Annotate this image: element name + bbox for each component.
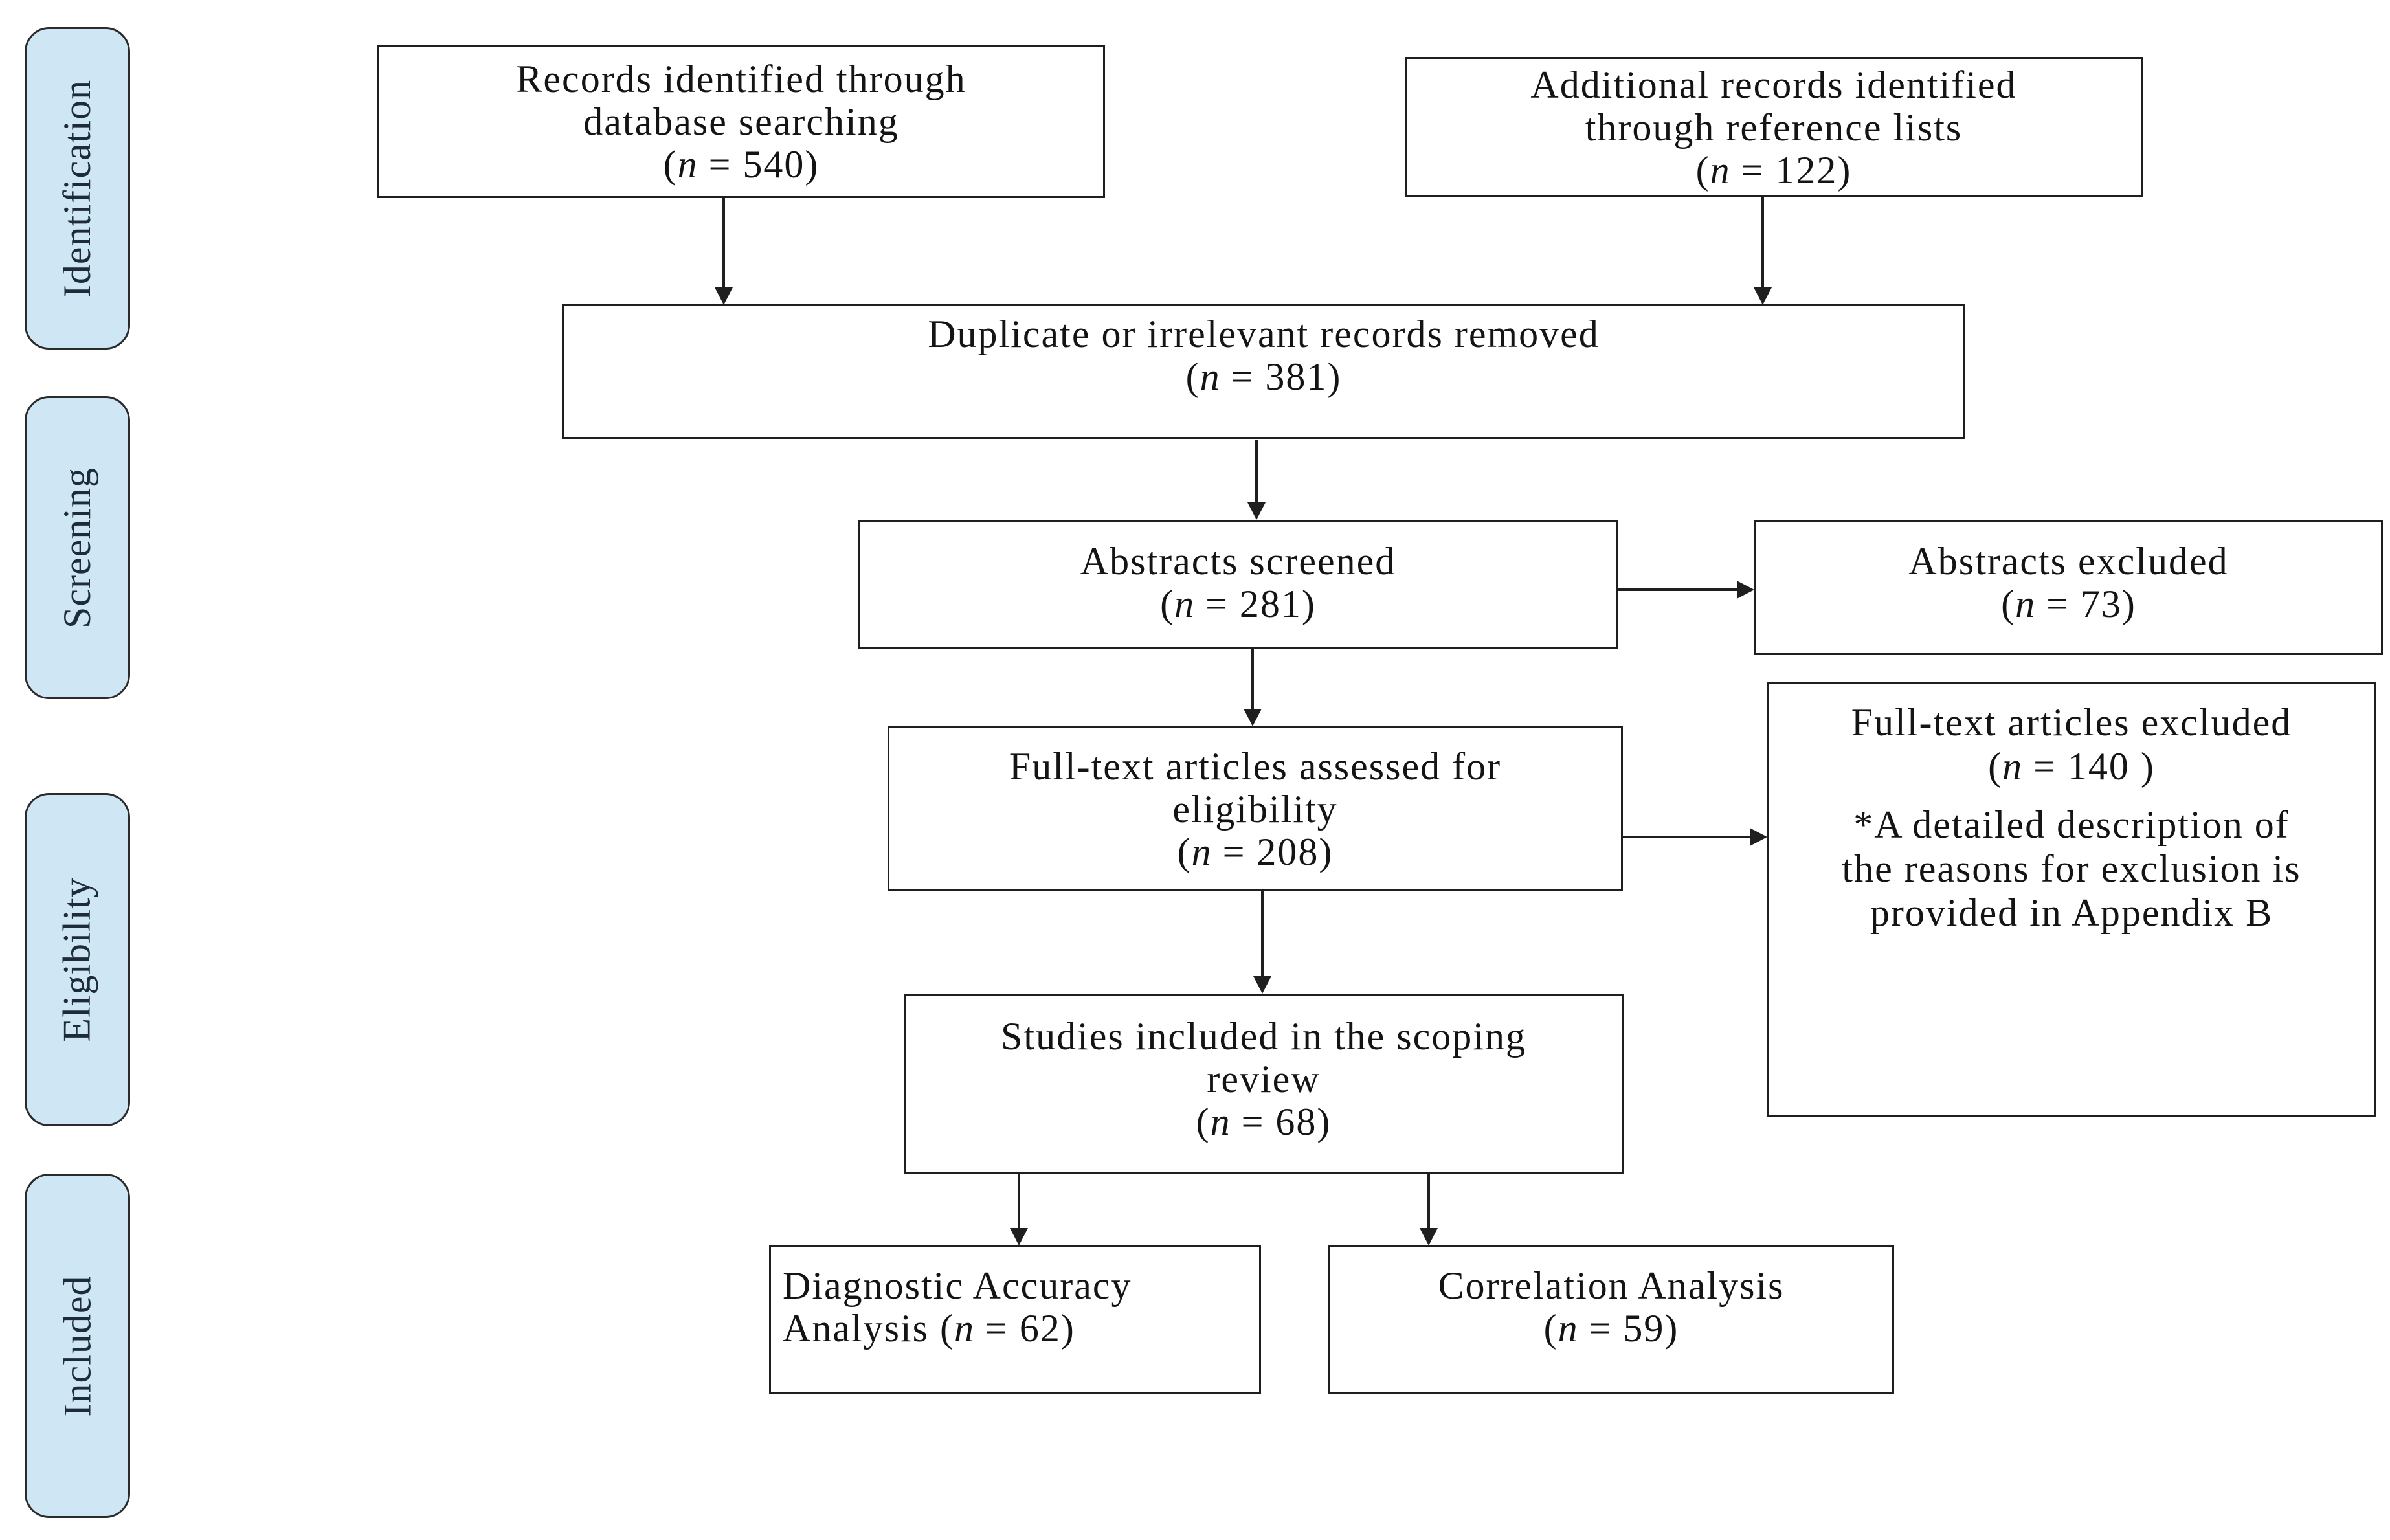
arrow-removed-to-screened	[1255, 440, 1258, 502]
box-fulltext-assessed-line1: Full-text articles assessed for	[1009, 745, 1502, 788]
box-diagnostic-accuracy-line1: Diagnostic Accuracy	[783, 1264, 1132, 1307]
box-correlation-analysis: Correlation Analysis (n = 59)	[1328, 1245, 1894, 1394]
arrow-references-to-removed	[1761, 197, 1764, 287]
stage-eligibility: Eligibility	[25, 793, 130, 1126]
box-records-database-line1: Records identified through	[516, 58, 966, 100]
box-diagnostic-accuracy-count: Analysis (n = 62)	[783, 1307, 1075, 1350]
stage-identification-label: Identification	[56, 79, 99, 298]
arrow-fulltext-to-excluded	[1623, 836, 1750, 838]
box-fulltext-excluded-line1: Full-text articles excluded	[1851, 701, 2292, 744]
box-records-references-count: (n = 122)	[1695, 148, 1852, 192]
box-abstracts-excluded-line1: Abstracts excluded	[1908, 540, 2229, 583]
box-fulltext-excluded: Full-text articles excluded (n = 140 ) *…	[1767, 682, 2376, 1117]
box-records-references-line2: through reference lists	[1585, 106, 1963, 149]
stage-included-label: Included	[56, 1275, 99, 1416]
box-fulltext-assessed-line2: eligibility	[1172, 788, 1338, 831]
box-records-database-line2: database searching	[583, 100, 899, 143]
box-records-database-count: (n = 540)	[663, 143, 820, 186]
box-diagnostic-accuracy: Diagnostic Accuracy Analysis (n = 62)	[769, 1245, 1261, 1394]
box-records-database: Records identified through database sear…	[377, 45, 1105, 198]
box-fulltext-assessed: Full-text articles assessed for eligibil…	[888, 726, 1623, 891]
stage-screening-label: Screening	[56, 467, 99, 629]
box-fulltext-excluded-note1: *A detailed description of	[1853, 803, 2290, 846]
box-duplicates-removed-line1: Duplicate or irrelevant records removed	[928, 313, 1600, 355]
box-records-references-line1: Additional records identified	[1530, 63, 2017, 106]
box-records-references: Additional records identified through re…	[1405, 57, 2143, 197]
arrow-screened-to-fulltext	[1251, 649, 1254, 709]
box-abstracts-excluded: Abstracts excluded (n = 73)	[1754, 520, 2383, 655]
box-studies-included-line2: review	[1207, 1058, 1321, 1100]
box-studies-included-line1: Studies included in the scoping	[1001, 1015, 1526, 1058]
box-correlation-analysis-count: (n = 59)	[1543, 1307, 1679, 1350]
stage-screening: Screening	[25, 396, 130, 699]
box-abstracts-screened-count: (n = 281)	[1160, 583, 1316, 625]
box-fulltext-excluded-note2: the reasons for exclusion is	[1842, 847, 2301, 890]
box-correlation-analysis-line1: Correlation Analysis	[1438, 1264, 1785, 1307]
stage-eligibility-label: Eligibility	[56, 877, 98, 1042]
arrow-screened-to-excluded	[1618, 588, 1737, 591]
box-abstracts-screened-line1: Abstracts screened	[1080, 540, 1396, 583]
box-abstracts-screened: Abstracts screened (n = 281)	[858, 520, 1618, 649]
box-fulltext-excluded-note3: provided in Appendix B	[1870, 891, 2273, 934]
box-duplicates-removed-count: (n = 381)	[1185, 355, 1342, 398]
arrow-included-to-correlation	[1427, 1174, 1430, 1228]
arrow-fulltext-to-included	[1261, 891, 1264, 976]
stage-identification: Identification	[25, 27, 130, 350]
box-fulltext-excluded-count: (n = 140 )	[1988, 745, 2155, 788]
box-fulltext-assessed-count: (n = 208)	[1177, 831, 1334, 873]
box-studies-included: Studies included in the scoping review (…	[904, 994, 1624, 1174]
box-abstracts-excluded-count: (n = 73)	[2001, 583, 2136, 625]
arrow-database-to-removed	[722, 198, 725, 287]
arrow-included-to-diagnostic	[1018, 1174, 1020, 1228]
stage-included: Included	[25, 1174, 130, 1518]
box-studies-included-count: (n = 68)	[1196, 1100, 1332, 1143]
box-duplicates-removed: Duplicate or irrelevant records removed …	[562, 304, 1965, 439]
